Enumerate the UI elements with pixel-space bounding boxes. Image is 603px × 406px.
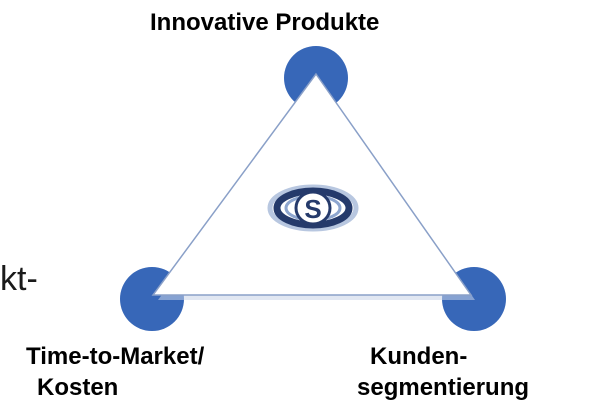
- logo-letter: S: [304, 194, 321, 224]
- label-bottom-left-line2: Kosten: [37, 374, 119, 401]
- label-bottom-left-line1: Time-to-Market/: [26, 343, 205, 370]
- label-bottom-right-line2: segmentierung: [357, 374, 530, 401]
- s-ring-logo-icon: S: [267, 184, 359, 232]
- triangle: [151, 72, 473, 296]
- label-top: Innovative Produkte: [150, 9, 380, 36]
- label-bottom-right-line1: Kunden-: [370, 343, 468, 370]
- cut-off-text: kt-: [0, 260, 38, 298]
